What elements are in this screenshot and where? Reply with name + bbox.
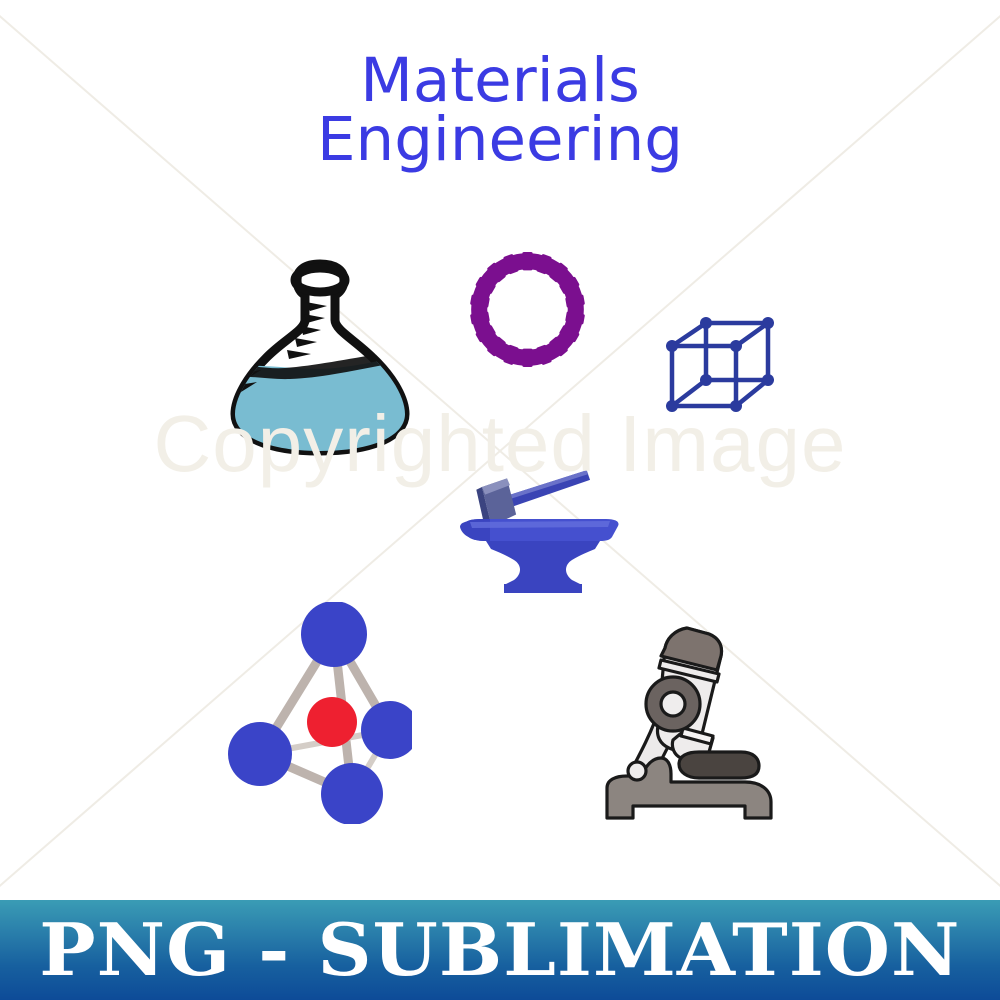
- hammer-icon: [476, 470, 591, 527]
- title-line-2: Engineering: [317, 103, 683, 175]
- microscope-icon: [605, 626, 773, 820]
- anvil-icon: [460, 519, 619, 593]
- png-sublimation-banner: PNG - SUBLIMATION: [0, 900, 1000, 1000]
- crystal-lattice-cube-icon: [666, 317, 774, 412]
- molecule-icon: [228, 602, 412, 824]
- gear-icon: [470, 252, 585, 367]
- banner-label: PNG - SUBLIMATION: [39, 907, 961, 992]
- title-line-1: Materials: [360, 45, 640, 116]
- page-title: Materials Engineering: [0, 45, 1000, 175]
- flask-icon: [230, 259, 410, 456]
